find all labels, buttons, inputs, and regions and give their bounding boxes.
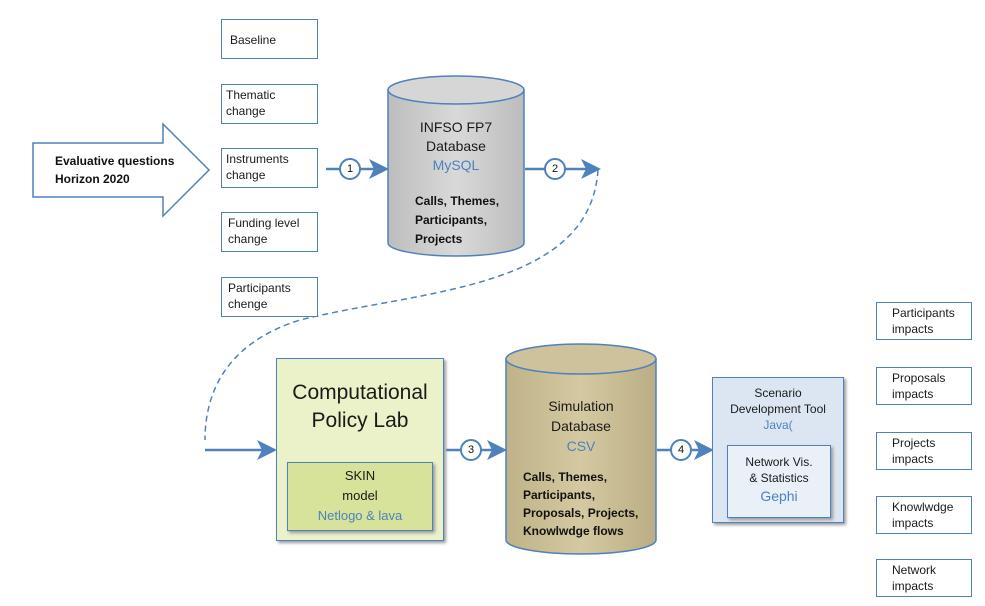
network-vis-line2: & Statistics — [749, 471, 809, 485]
scenario-box-funding[interactable]: Funding level change — [221, 212, 318, 252]
infso-tech: MySQL — [432, 157, 480, 173]
infso-contents: Calls, Themes, Participants, Projects — [415, 192, 499, 249]
network-vis-box[interactable]: Network Vis. & Statistics Gephi — [727, 445, 831, 518]
model-line1: SKIN — [344, 468, 376, 483]
skin-model-box[interactable]: SKIN model Netlogo & lava — [287, 462, 433, 531]
impact-label: Projects — [892, 436, 936, 450]
policy-lab-title-line1: Computational — [292, 381, 428, 404]
sim-title-line1: Simulation — [548, 398, 614, 414]
scenario-label: Funding level — [228, 216, 300, 230]
scenario-tool-title: Scenario Development Tool Java( — [713, 385, 843, 433]
model-line2: model — [342, 488, 378, 503]
scenario-label: chenge — [228, 297, 268, 311]
scenario-label: change — [228, 232, 268, 246]
infso-database-title: INFSO FP7 Database MySQL — [388, 118, 524, 175]
impact-label: Participants — [892, 306, 955, 320]
scenario-box-participants[interactable]: Participants chenge — [221, 277, 318, 317]
content-line: Participants, — [415, 213, 488, 227]
impact-label: impacts — [892, 322, 934, 336]
scenario-label: Baseline — [230, 33, 277, 47]
network-vis-label: Network Vis. & Statistics Gephi — [728, 454, 830, 506]
network-vis-tech: Gephi — [760, 488, 798, 504]
policy-lab-box[interactable]: Computational Policy Lab SKIN model Netl… — [276, 358, 444, 541]
scenario-box-baseline[interactable]: Baseline — [221, 19, 318, 59]
impact-box-knowledge[interactable]: Knowlwdge impacts — [876, 496, 972, 534]
dashed-link — [204, 169, 599, 441]
simulation-contents: Calls, Themes, Participants, Proposals, … — [523, 468, 638, 540]
input-label-line1: Evaluative questions — [55, 154, 175, 168]
content-line: Projects — [415, 232, 463, 246]
model-tech: Netlogo & lava — [317, 508, 403, 523]
simulation-database-cylinder — [505, 343, 657, 555]
scenario-box-instruments[interactable]: Instruments change — [221, 148, 318, 188]
scenario-label: Thematic — [226, 88, 276, 102]
impact-box-network[interactable]: Network impacts — [876, 559, 972, 597]
scenario-box-thematic[interactable]: Thematic change — [221, 84, 318, 124]
impact-label: Proposals — [892, 371, 946, 385]
policy-lab-title-line2: Policy Lab — [311, 409, 409, 432]
step-badge-2: 2 — [544, 158, 566, 180]
step-badge-3: 3 — [460, 439, 482, 461]
infso-database-cylinder — [387, 75, 525, 257]
input-arrow — [32, 122, 211, 218]
impact-box-proposals[interactable]: Proposals impacts — [876, 367, 972, 405]
simulation-database-title: Simulation Database CSV — [506, 396, 656, 456]
sim-tech: CSV — [566, 438, 596, 454]
content-line: Knowlwdge flows — [523, 524, 624, 538]
tool-tech: Java( — [763, 418, 793, 432]
impact-label: Knowlwdge — [892, 500, 954, 514]
scenario-label: Participants — [228, 281, 291, 295]
step-badge-4: 4 — [670, 439, 692, 461]
input-arrow-label: Evaluative questions Horizon 2020 — [55, 152, 174, 188]
network-vis-line1: Network Vis. — [745, 455, 813, 469]
impact-box-projects[interactable]: Projects impacts — [876, 432, 972, 470]
scenario-label: Instruments — [226, 152, 289, 166]
infso-title-line1: INFSO FP7 — [419, 119, 493, 135]
content-line: Proposals, Projects, — [523, 506, 639, 520]
content-line: Calls, Themes, — [523, 470, 608, 484]
step-badge-1: 1 — [339, 158, 361, 180]
content-line: Participants, — [523, 488, 596, 502]
impact-label: Network — [892, 563, 937, 577]
impact-box-participants[interactable]: Participants impacts — [876, 302, 972, 340]
impact-label: impacts — [892, 579, 934, 593]
policy-lab-title: Computational Policy Lab — [277, 379, 443, 435]
skin-model-label: SKIN model Netlogo & lava — [288, 466, 432, 526]
sim-title-line2: Database — [551, 418, 611, 434]
tool-title-line2: Development Tool — [730, 402, 826, 416]
infso-title-line2: Database — [426, 138, 486, 154]
impact-label: impacts — [892, 516, 934, 530]
content-line: Calls, Themes, — [415, 194, 500, 208]
impact-label: impacts — [892, 452, 934, 466]
impact-label: impacts — [892, 387, 934, 401]
scenario-tool-box[interactable]: Scenario Development Tool Java( Network … — [712, 377, 844, 523]
scenario-label: change — [226, 104, 266, 118]
tool-title-line1: Scenario — [754, 386, 802, 400]
scenario-label: change — [226, 168, 266, 182]
input-label-line2: Horizon 2020 — [55, 172, 130, 186]
